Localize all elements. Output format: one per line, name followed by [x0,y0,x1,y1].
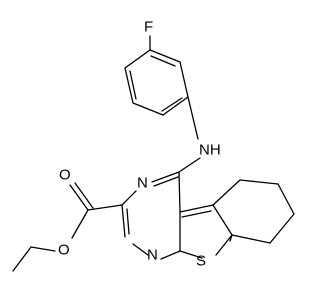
cyclohexene-ring [212,179,295,244]
pyrimidine-ring [121,171,181,260]
ester-ether-o-label: O [58,242,70,259]
thiophene-ring [179,204,233,259]
nh-c4-bond [178,157,201,173]
thiophene-s-label: S [196,253,206,270]
fluorine-label: F [144,19,153,36]
ethyl-ester [12,182,123,272]
aryl-nh-bond [187,96,199,140]
pyrimidine-n-bottom-label: N [147,247,158,264]
amine-label: NH [199,142,221,159]
fluorophenyl-ring [124,49,189,116]
pyrimidine-n-top-label: N [137,175,148,192]
ester-carbonyl-o-label: O [59,167,71,184]
